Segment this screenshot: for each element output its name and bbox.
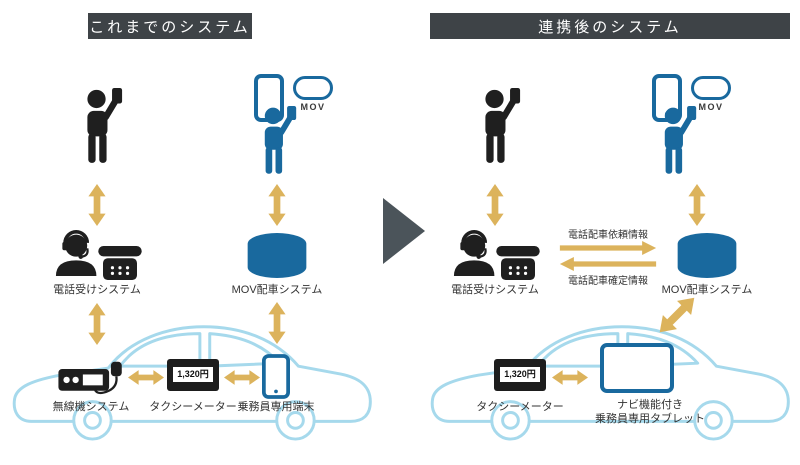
desk-phone-icon: [496, 246, 540, 280]
mov-logo: MOV: [293, 76, 333, 112]
mov-user-icon: [658, 106, 698, 182]
panel-before-title: これまでのシステム: [88, 13, 252, 39]
mov-logo-mark: [293, 76, 333, 100]
two-way-arrow: [128, 370, 164, 385]
two-way-arrow: [486, 184, 504, 226]
phone-system-label: 電話受けシステム: [451, 284, 539, 296]
two-way-arrow: [552, 370, 588, 385]
caller-icon: [478, 88, 522, 172]
confirm-info-label: 電話配車確定情報: [568, 276, 648, 287]
dispatch-db-icon: [247, 233, 307, 278]
desk-phone-icon: [98, 246, 142, 280]
mov-system-label: MOV配車システム: [661, 284, 753, 296]
meter-label: タクシーメーター: [149, 401, 237, 413]
two-way-arrow: [88, 184, 106, 226]
mov-logo-text: MOV: [300, 102, 326, 112]
operator-icon: [52, 230, 104, 276]
dispatch-db-icon: [677, 233, 737, 278]
tablet-label-line2: 乗務員専用タブレット: [595, 413, 705, 425]
mov-user-icon: [258, 106, 298, 182]
mov-logo-mark: [691, 76, 731, 100]
two-way-arrow: [688, 184, 706, 226]
panel-after-title: 連携後のシステム: [430, 13, 790, 39]
meter-display: 1,320円: [173, 367, 213, 382]
driver-terminal-icon: [262, 354, 290, 399]
terminal-label: 乗務員専用端末: [237, 401, 315, 413]
operator-icon: [450, 230, 502, 276]
mov-logo: MOV: [691, 76, 731, 112]
confirm-arrow: [553, 257, 663, 271]
radio-icon: [58, 360, 124, 398]
meter-label: タクシーメーター: [476, 401, 564, 413]
tablet-label-line1: ナビ機能付き: [617, 399, 683, 411]
tablet-icon: [600, 343, 674, 393]
radio-label: 無線機システム: [52, 401, 130, 413]
two-way-arrow: [224, 370, 260, 385]
request-arrow: [553, 241, 663, 255]
taxi-meter: 1,320円: [167, 359, 219, 391]
mov-logo-text: MOV: [698, 102, 724, 112]
taxi-meter: 1,320円: [494, 359, 546, 391]
phone-system-label: 電話受けシステム: [53, 284, 141, 296]
mov-system-label: MOV配車システム: [231, 284, 323, 296]
meter-display: 1,320円: [500, 367, 540, 382]
two-way-arrow: [268, 184, 286, 226]
transition-arrow: [383, 198, 425, 264]
request-info-label: 電話配車依頼情報: [568, 230, 648, 241]
caller-icon: [80, 88, 124, 172]
